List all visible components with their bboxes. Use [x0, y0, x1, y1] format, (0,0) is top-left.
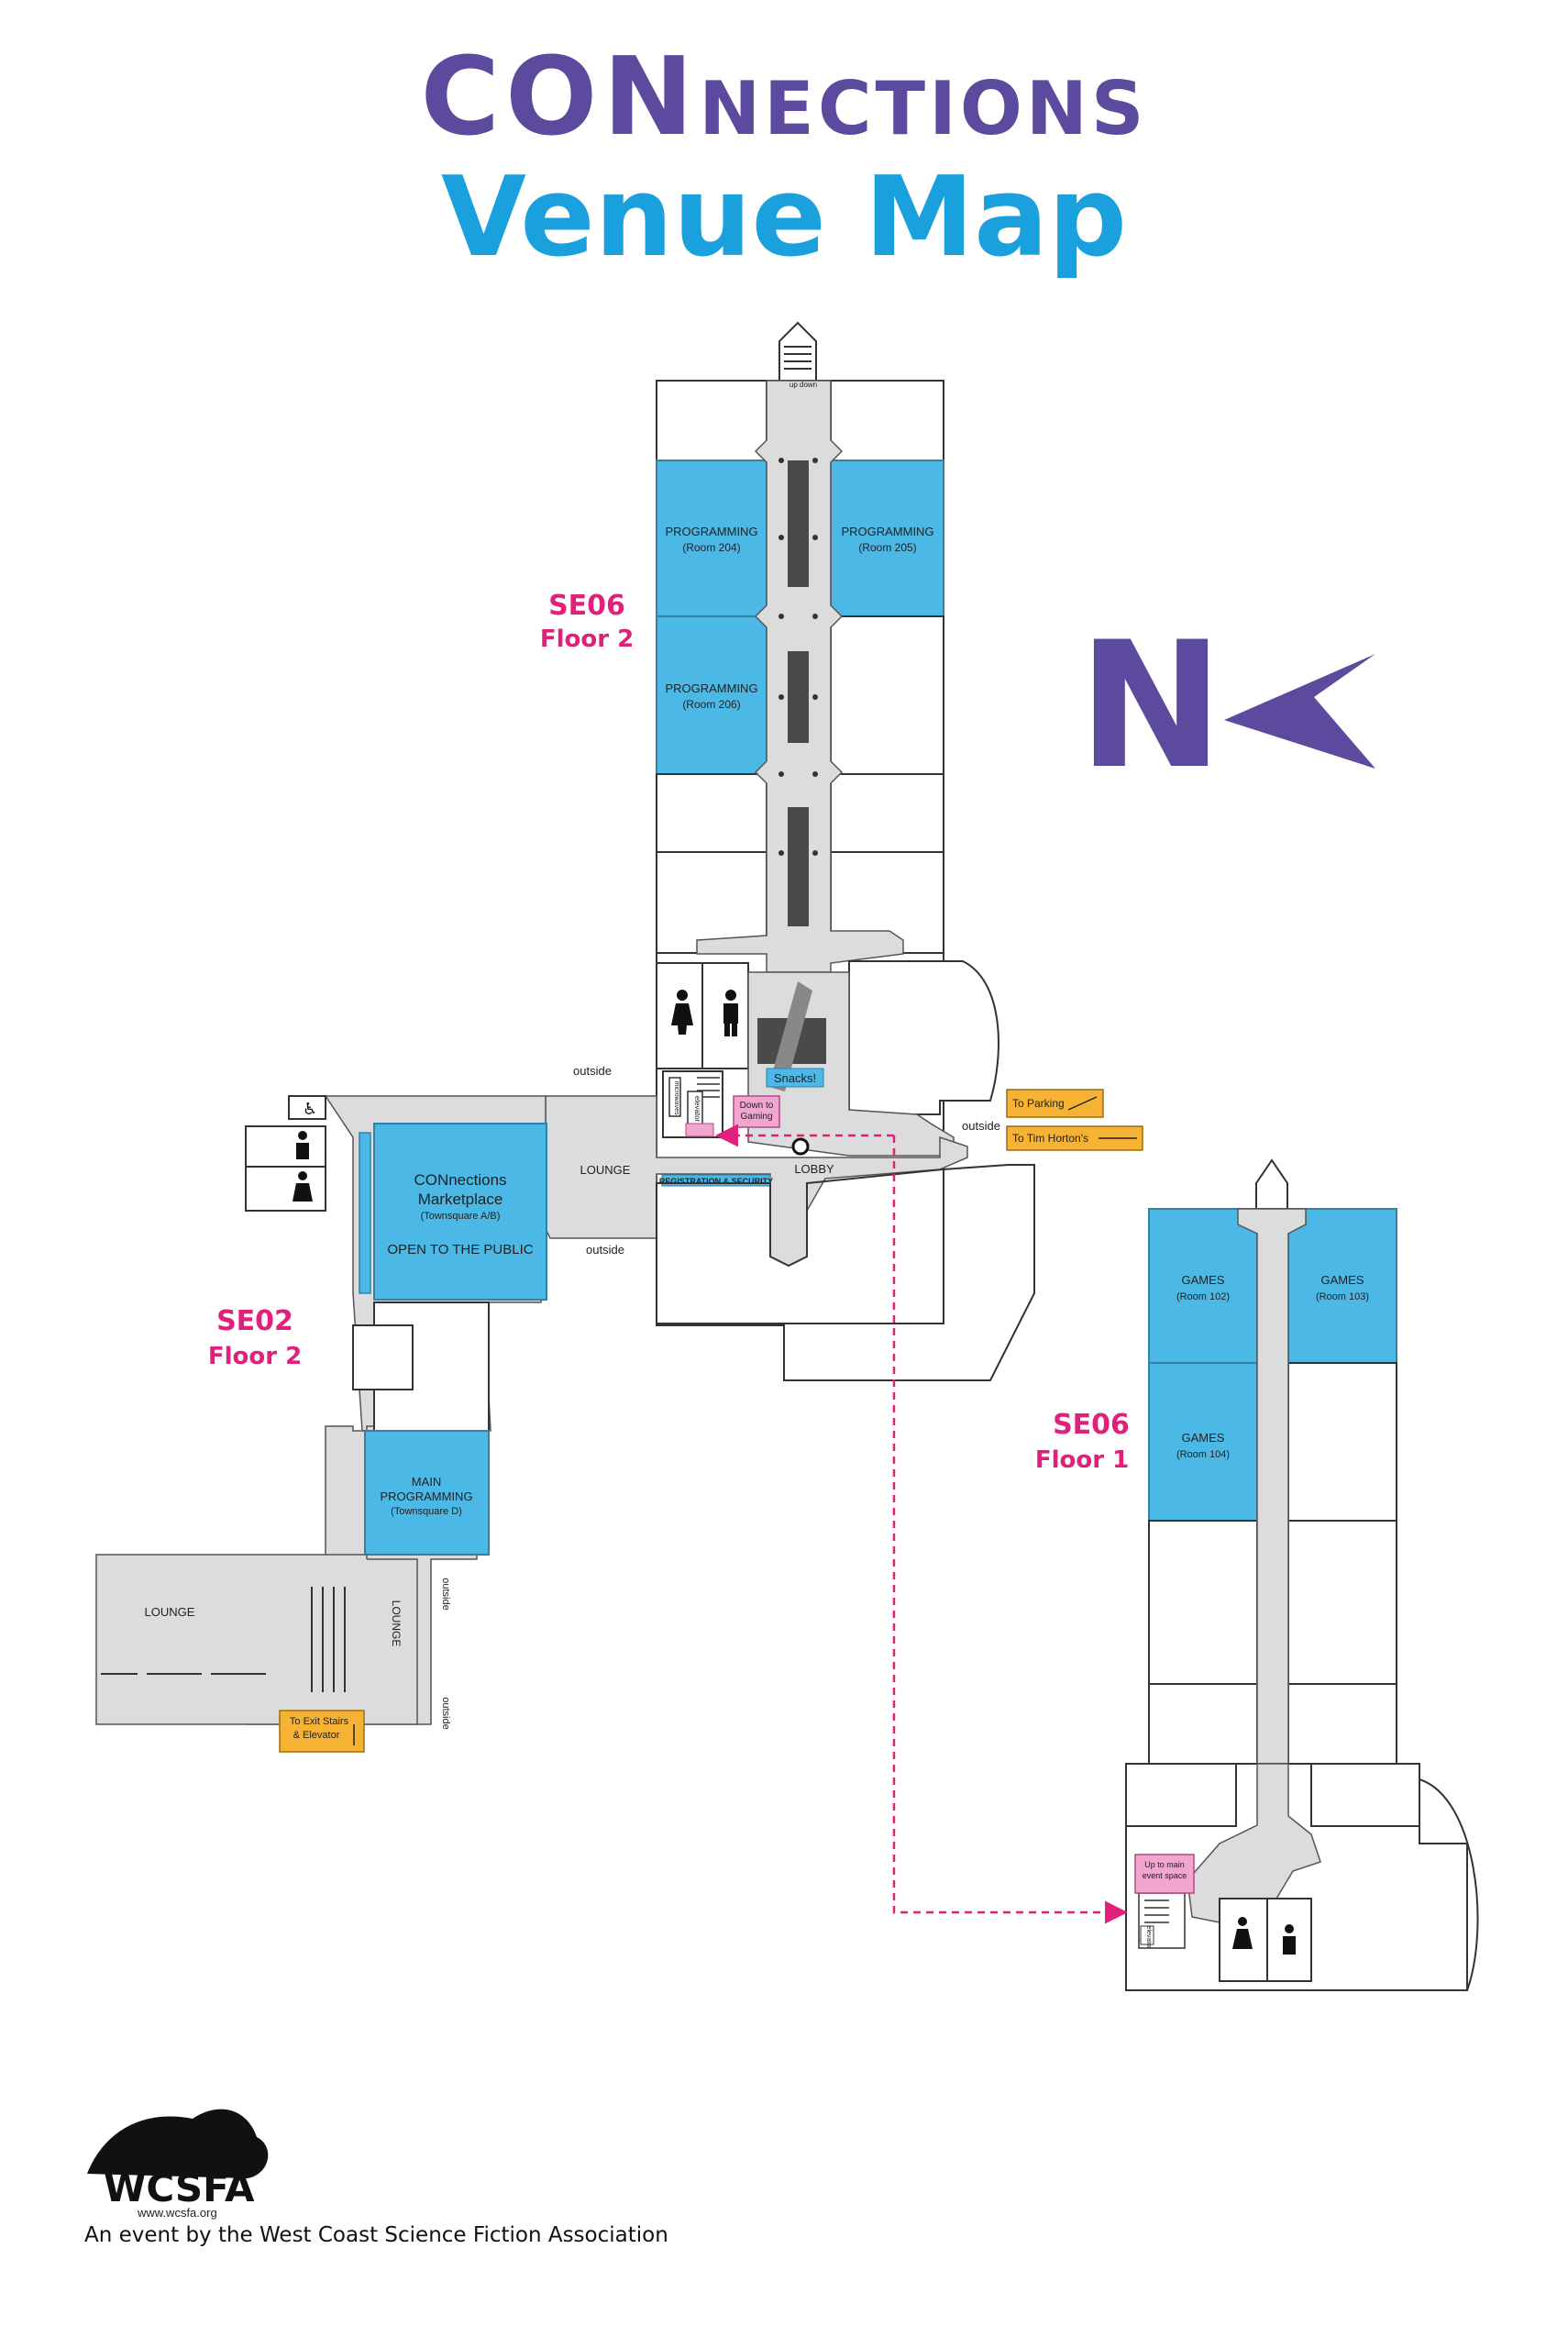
- room-labels-se06-f2: PROGRAMMING (Room 204) PROGRAMMING (Room…: [665, 381, 933, 711]
- microwaves: [668, 1077, 681, 1117]
- svg-text:LOBBY: LOBBY: [794, 1162, 834, 1176]
- wcsfa-logo: WCSFA www.wcsfa.org: [87, 2109, 269, 2220]
- svg-text:PROGRAMMING: PROGRAMMING: [841, 525, 933, 538]
- svg-text:& Elevator: & Elevator: [293, 1730, 340, 1741]
- se06-floor1-building: GAMES (Room 102) GAMES (Room 103) GAMES …: [1125, 1158, 1479, 1991]
- svg-text:PROGRAMMING: PROGRAMMING: [665, 681, 757, 695]
- svg-text:MAIN: MAIN: [412, 1475, 442, 1489]
- svg-text:Snacks!: Snacks!: [774, 1071, 816, 1085]
- stair-tower-north: [778, 321, 817, 382]
- mens-restroom-f1-icon: [1283, 1924, 1296, 1955]
- svg-text:WCSFA: WCSFA: [104, 2165, 255, 2210]
- bat-spaceship-logo-icon: [87, 2109, 269, 2178]
- room-206: [656, 615, 767, 775]
- svg-text:(Room 102): (Room 102): [1176, 1291, 1230, 1302]
- sign-to-exit-stairs: To Exit Stairs & Elevator: [279, 1710, 365, 1753]
- title-venue-map: Venue Map: [440, 154, 1127, 282]
- svg-text:microwaves: microwaves: [673, 1081, 679, 1115]
- room-204: [656, 460, 767, 617]
- svg-text:LOUNGE: LOUNGE: [390, 1600, 403, 1647]
- svg-text:Gaming: Gaming: [740, 1112, 772, 1122]
- svg-text:Down to: Down to: [740, 1101, 774, 1111]
- svg-text:CONnections: CONnections: [414, 1171, 506, 1189]
- svg-text:REGISTRATION & SECURITY: REGISTRATION & SECURITY: [659, 1177, 773, 1186]
- north-arrow: N: [1077, 604, 1375, 807]
- svg-text:(Townsquare A/B): (Townsquare A/B): [421, 1211, 501, 1222]
- svg-text:outside: outside: [586, 1243, 624, 1257]
- se02-floor2-building: ♿ CONnections Marketplace (Townsquare A/…: [95, 1095, 547, 1730]
- sign-up-to-main: Up to main event space: [1134, 1854, 1195, 1894]
- svg-text:(Room 205): (Room 205): [858, 541, 916, 554]
- title-connections: CONNECTIONS: [420, 33, 1148, 160]
- north-arrow-icon: [1224, 654, 1375, 769]
- marketplace-room: [373, 1123, 547, 1301]
- lobby-pillar: [791, 1137, 810, 1156]
- svg-text:(Room 204): (Room 204): [682, 541, 740, 554]
- sign-down-to-gaming: Down to Gaming: [733, 1095, 780, 1128]
- svg-text:LOUNGE: LOUNGE: [145, 1605, 195, 1619]
- room-205: [830, 460, 944, 617]
- svg-text:www.wcsfa.org: www.wcsfa.org: [137, 2206, 217, 2220]
- svg-text:To Parking: To Parking: [1012, 1097, 1065, 1110]
- main-programming-room: [364, 1430, 490, 1556]
- mens-restroom-se02-icon: [296, 1131, 309, 1159]
- room-102: [1148, 1208, 1258, 1364]
- sign-to-parking: To Parking: [1006, 1089, 1104, 1118]
- svg-text:event space: event space: [1143, 1871, 1187, 1880]
- se06-floor1-code: SE06: [1053, 1409, 1130, 1441]
- svg-text:Marketplace: Marketplace: [418, 1191, 503, 1208]
- svg-text:Up to main: Up to main: [1144, 1860, 1185, 1869]
- svg-text:(Room 206): (Room 206): [682, 698, 740, 711]
- sign-to-tim-hortons: To Tim Horton's: [1006, 1125, 1143, 1151]
- svg-text:To Exit Stairs: To Exit Stairs: [290, 1716, 349, 1727]
- svg-text:up down: up down: [790, 381, 817, 389]
- se06-floor2-floor: Floor 2: [540, 626, 634, 653]
- svg-text:PROGRAMMING: PROGRAMMING: [380, 1490, 472, 1503]
- svg-text:GAMES: GAMES: [1321, 1273, 1364, 1287]
- svg-text:GAMES: GAMES: [1182, 1273, 1225, 1287]
- womens-restroom-f1-icon: [1232, 1917, 1253, 1949]
- north-letter: N: [1077, 604, 1223, 807]
- svg-text:outside: outside: [440, 1578, 451, 1610]
- se06-floor1-floor: Floor 1: [1035, 1446, 1129, 1474]
- snacks-area: [766, 1068, 824, 1088]
- svg-text:outside: outside: [440, 1697, 451, 1729]
- svg-text:To Tim Horton's: To Tim Horton's: [1012, 1132, 1088, 1145]
- lobby-area: LOUNGE LOBBY REGISTRATION & SECURITY out…: [545, 1064, 1035, 1381]
- se06-floor2-code: SE06: [548, 590, 625, 622]
- se02-floor2-code: SE02: [216, 1305, 293, 1337]
- svg-text:OPEN TO THE PUBLIC: OPEN TO THE PUBLIC: [387, 1242, 533, 1257]
- womens-restroom-icon: [671, 990, 693, 1035]
- svg-text:PROGRAMMING: PROGRAMMING: [665, 525, 757, 538]
- svg-text:(Townsquare D): (Townsquare D): [391, 1506, 462, 1517]
- svg-text:elevator: elevator: [1145, 1926, 1152, 1950]
- svg-text:(Room 103): (Room 103): [1316, 1291, 1369, 1302]
- accessible-icon: ♿: [303, 1100, 317, 1119]
- svg-text:outside: outside: [573, 1064, 612, 1078]
- svg-text:GAMES: GAMES: [1182, 1431, 1225, 1445]
- svg-text:LOUNGE: LOUNGE: [580, 1163, 631, 1177]
- svg-text:(Room 104): (Room 104): [1176, 1449, 1230, 1460]
- svg-text:elevator: elevator: [693, 1096, 701, 1123]
- route-to-gaming: [892, 1135, 1128, 1924]
- mens-restroom-icon: [723, 990, 738, 1036]
- womens-restroom-se02-icon: [293, 1171, 313, 1202]
- svg-text:outside: outside: [962, 1119, 1000, 1133]
- se02-floor2-floor: Floor 2: [208, 1343, 302, 1370]
- footer-tagline: An event by the West Coast Science Ficti…: [84, 2223, 668, 2247]
